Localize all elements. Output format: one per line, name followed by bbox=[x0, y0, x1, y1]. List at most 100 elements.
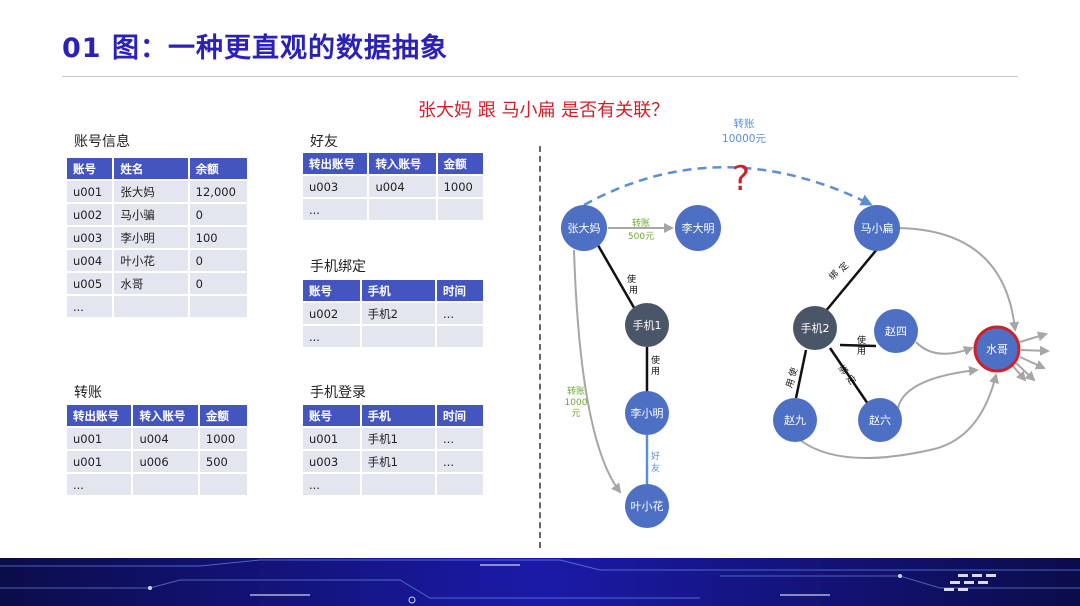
table-cell: 马小骗 bbox=[114, 204, 188, 225]
table-cell: ... bbox=[67, 474, 132, 495]
use1-label-b: 用 bbox=[629, 285, 638, 296]
transfer-table-label: 转账 bbox=[74, 385, 102, 401]
accounts-table-label: 账号信息 bbox=[74, 134, 130, 150]
table-header-row: 账号手机时间 bbox=[303, 280, 483, 301]
column-header: 姓名 bbox=[114, 158, 188, 179]
svg-text:手机1: 手机1 bbox=[633, 318, 662, 332]
shuige-outgoing-edges bbox=[1011, 331, 1050, 382]
relationship-graph: 转账 10000元 ? 转账 500元 转账 1000 元 使 用 使 用 好 … bbox=[561, 117, 1050, 528]
transfer-500-label-2: 500元 bbox=[628, 232, 654, 242]
page-title: 01 图：一种更直观的数据抽象 bbox=[62, 33, 448, 64]
column-header: 金额 bbox=[199, 405, 247, 426]
table-cell: u004 bbox=[369, 176, 436, 197]
unknown-transfer-label-1: 转账 bbox=[734, 117, 755, 130]
column-header: 账号 bbox=[303, 405, 360, 426]
node-zhaosi: 赵四 bbox=[874, 309, 918, 353]
zhaoliu-shuige-edge bbox=[897, 365, 979, 409]
table-row: ... bbox=[67, 296, 247, 317]
table-cell bbox=[189, 296, 247, 317]
transfer-1000-label-1: 转账 bbox=[567, 385, 585, 397]
table-cell bbox=[369, 199, 436, 220]
table-cell: 手机1 bbox=[361, 428, 436, 449]
node-phone2: 手机2 bbox=[793, 306, 837, 350]
section-divider bbox=[539, 146, 541, 548]
svg-text:赵四: 赵四 bbox=[885, 324, 907, 338]
transfer-500-label-1: 转账 bbox=[632, 217, 650, 229]
table-header-row: 转出账号转入账号金额 bbox=[303, 153, 483, 174]
table-cell: u004 bbox=[133, 428, 198, 449]
svg-text:赵九: 赵九 bbox=[784, 413, 806, 427]
table-cell: ... bbox=[303, 326, 360, 347]
column-header: 时间 bbox=[437, 405, 483, 426]
table-cell: u001 bbox=[67, 451, 132, 472]
table-cell: u004 bbox=[67, 250, 113, 271]
table-cell: 0 bbox=[189, 250, 247, 271]
table-cell: ... bbox=[67, 296, 113, 317]
table-cell: 0 bbox=[189, 204, 247, 225]
footer-banner bbox=[0, 558, 1080, 606]
table-cell: ... bbox=[437, 428, 483, 449]
svg-text:水哥: 水哥 bbox=[986, 343, 1008, 356]
table-cell bbox=[199, 474, 247, 495]
table-row: ... bbox=[303, 199, 483, 220]
svg-text:李小明: 李小明 bbox=[631, 406, 664, 420]
title-divider bbox=[62, 76, 1018, 77]
table-cell: u002 bbox=[303, 303, 360, 324]
phone2-zhaojiu-edge bbox=[794, 349, 808, 399]
node-maxiaobian: 马小扁 bbox=[854, 205, 900, 251]
maxiaobian-shuige-edge bbox=[897, 227, 1020, 332]
phone-login-table-label: 手机登录 bbox=[310, 385, 366, 401]
table-cell bbox=[437, 199, 483, 220]
transfer-1000-edge bbox=[573, 249, 622, 494]
node-yexiaohua: 叶小花 bbox=[625, 484, 669, 528]
table-header-row: 账号手机时间 bbox=[303, 405, 483, 426]
svg-text:手机2: 手机2 bbox=[801, 321, 830, 335]
phone2-zhaoliu-edge bbox=[828, 347, 870, 405]
table-cell: 500 bbox=[199, 451, 247, 472]
table-cell: ... bbox=[437, 303, 483, 324]
column-header: 账号 bbox=[67, 158, 113, 179]
table-cell: u005 bbox=[67, 273, 113, 294]
table-cell: u003 bbox=[303, 451, 360, 472]
table-cell: ... bbox=[303, 199, 368, 220]
svg-text:马小扁: 马小扁 bbox=[861, 222, 894, 235]
table-cell: u003 bbox=[67, 227, 113, 248]
zhaosi-use-label-b: 用 bbox=[857, 346, 866, 357]
table-cell bbox=[133, 474, 198, 495]
phone-bind-table-label: 手机绑定 bbox=[310, 259, 366, 275]
table-cell bbox=[361, 326, 436, 347]
zhaojiu-use-label-b: 用 bbox=[784, 377, 797, 389]
zhaosi-use-label-a: 使 bbox=[857, 334, 866, 346]
zhang-phone1-edge bbox=[593, 239, 642, 319]
node-phone1: 手机1 bbox=[625, 303, 669, 347]
unknown-transfer-label-2: 10000元 bbox=[722, 133, 766, 145]
column-header: 时间 bbox=[437, 280, 483, 301]
use2-label-b: 用 bbox=[651, 366, 660, 377]
column-header: 转出账号 bbox=[67, 405, 132, 426]
column-header: 转入账号 bbox=[369, 153, 436, 174]
friends-table-label: 好友 bbox=[310, 134, 338, 150]
svg-text:叶小花: 叶小花 bbox=[631, 500, 664, 513]
table-cell: u001 bbox=[303, 428, 360, 449]
table-header-row: 转出账号转入账号金额 bbox=[67, 405, 247, 426]
bind-label-b: 定 bbox=[836, 260, 851, 275]
table-cell: u002 bbox=[67, 204, 113, 225]
column-header: 金额 bbox=[437, 153, 483, 174]
column-header: 账号 bbox=[303, 280, 360, 301]
table-cell bbox=[114, 296, 188, 317]
column-header: 余额 bbox=[189, 158, 247, 179]
table-cell: 100 bbox=[189, 227, 247, 248]
table-cell: ... bbox=[303, 474, 360, 495]
table-cell: 1000 bbox=[437, 176, 483, 197]
